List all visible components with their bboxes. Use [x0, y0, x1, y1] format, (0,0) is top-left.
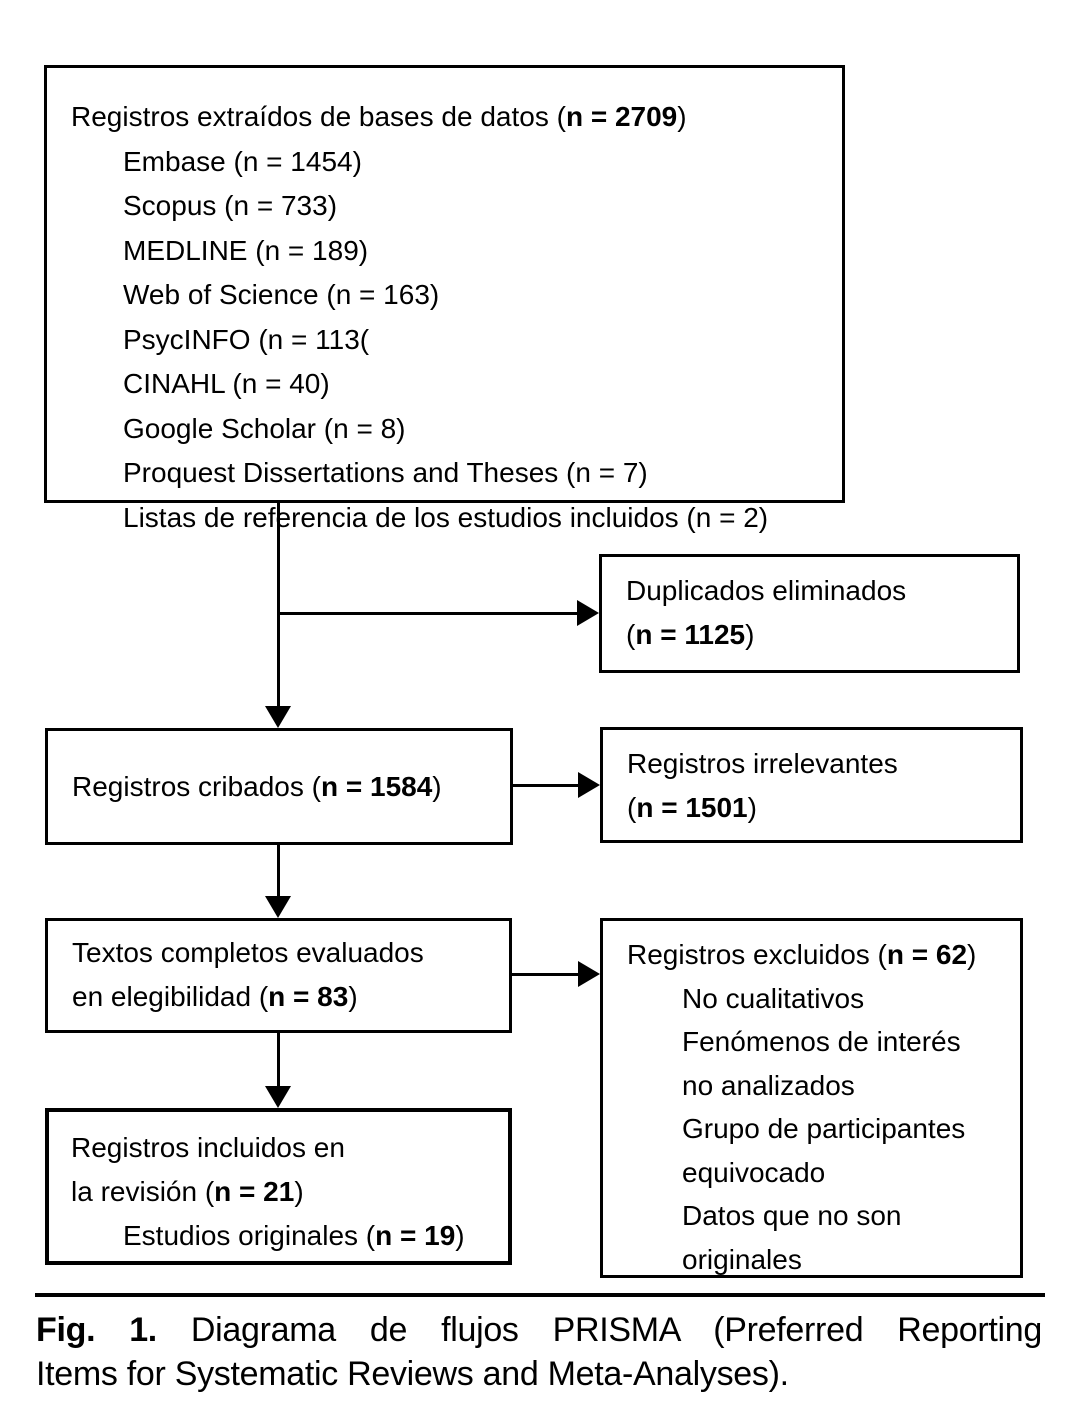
text-segment: (: [627, 792, 637, 823]
list-item: Scopus (n = 733): [123, 190, 338, 221]
connector-to-duplicates: [278, 612, 577, 615]
connector-screened-to-fulltext: [277, 845, 280, 896]
list-item: Proquest Dissertations and Theses (n = 7…: [123, 457, 648, 488]
fulltext-line1: Textos completos evaluados: [72, 931, 501, 975]
bold-count-text: n = 2709: [565, 101, 678, 132]
text-segment: ): [432, 770, 442, 802]
text-segment: ): [747, 792, 757, 823]
list-item: Embase (n = 1454): [123, 145, 362, 177]
text-segment: Registros cribados (: [72, 770, 321, 802]
text-segment: ): [677, 101, 687, 132]
caption-divider: [35, 1293, 1045, 1297]
arrow-right-icon: [578, 961, 600, 987]
list-item: Fenómenos de interés no analizados: [682, 1026, 961, 1101]
bold-count-text: Fig. 1.: [36, 1311, 157, 1349]
text-segment: Diagrama de flujos PRISMA (Preferred Rep…: [156, 1311, 1042, 1349]
list-item: No cualitativos: [682, 982, 865, 1014]
duplicates-line2: (n = 1125): [626, 613, 1009, 657]
arrow-down-icon: [265, 896, 291, 918]
bold-count-text: n = 19: [375, 1220, 456, 1251]
text-segment: Registros excluidos (: [627, 939, 887, 970]
list-item: MEDLINE (n = 189): [123, 234, 369, 266]
text-segment: Duplicados eliminados: [626, 575, 907, 606]
irrelevant-line1: Registros irrelevantes: [627, 742, 1012, 786]
connector-to-irrelevant: [513, 784, 578, 787]
connector-identification-to-screened: [277, 503, 280, 707]
connector-fulltext-to-included: [277, 1033, 280, 1086]
screened-box: Registros cribados (n = 1584): [45, 728, 513, 845]
text-segment: Items for Systematic Reviews and Meta-An…: [36, 1355, 789, 1393]
text-segment: Registros irrelevantes: [627, 748, 898, 779]
included-line2: la revisión (n = 21): [71, 1170, 500, 1214]
duplicates-removed-box: Duplicados eliminados (n = 1125): [599, 554, 1020, 673]
bold-count-text: n = 62: [886, 939, 968, 970]
figure-caption: Fig. 1. Diagrama de flujos PRISMA (Prefe…: [36, 1308, 1042, 1396]
irrelevant-records-box: Registros irrelevantes (n = 1501): [600, 727, 1023, 843]
arrow-right-icon: [577, 600, 599, 626]
identification-title: Registros extraídos de bases de datos (n…: [71, 95, 834, 140]
bold-count-text: n = 21: [214, 1176, 295, 1207]
list-item: PsycINFO (n = 113(: [123, 323, 370, 355]
list-item: Datos que no son originales: [682, 1200, 902, 1275]
list-item: CINAHL (n = 40): [123, 368, 330, 399]
excluded-records-box: Registros excluidos (n = 62) No cualitat…: [600, 918, 1023, 1278]
list-item: Grupo de participantes equivocado: [682, 1113, 966, 1188]
text-segment: ): [967, 939, 977, 970]
text-segment: ): [294, 1176, 304, 1207]
text-segment: Registros incluidos en: [71, 1132, 345, 1163]
list-item: Listas de referencia de los estudios inc…: [123, 501, 769, 533]
text-segment: ): [745, 619, 755, 650]
connector-to-excluded: [512, 973, 578, 976]
text-segment: Estudios originales (: [123, 1220, 376, 1251]
list-item: Web of Science (n = 163): [123, 279, 440, 310]
arrow-down-icon: [265, 1086, 291, 1108]
fulltext-assessed-box: Textos completos evaluados en elegibilid…: [45, 918, 512, 1033]
text-segment: la revisión (: [71, 1176, 215, 1207]
text-segment: Textos completos evaluados: [72, 937, 424, 968]
bold-count-text: n = 83: [268, 981, 349, 1012]
arrow-right-icon: [578, 772, 600, 798]
text-segment: ): [348, 981, 358, 1012]
arrow-down-icon: [265, 706, 291, 728]
fulltext-line2: en elegibilidad (n = 83): [72, 975, 501, 1019]
bold-count-text: n = 1501: [636, 792, 748, 823]
caption-line2: Items for Systematic Reviews and Meta-An…: [36, 1352, 1042, 1396]
identification-box: Registros extraídos de bases de datos (n…: [44, 65, 845, 533]
identification-source-list: Embase (n = 1454) Scopus (n = 733) MEDLINE…: [71, 140, 834, 541]
text-segment: (: [626, 619, 636, 650]
included-line1: Registros incluidos en: [71, 1126, 500, 1170]
text-segment: en elegibilidad (: [72, 981, 269, 1012]
text-segment: ): [455, 1220, 465, 1251]
list-item: Google Scholar (n = 8): [123, 412, 406, 444]
text-segment: Registros extraídos de bases de datos (: [71, 101, 566, 132]
caption-line1: Fig. 1. Diagrama de flujos PRISMA (Prefe…: [36, 1308, 1042, 1352]
irrelevant-line2: (n = 1501): [627, 786, 1012, 830]
excluded-title: Registros excluidos (n = 62): [627, 933, 1012, 977]
duplicates-line1: Duplicados eliminados: [626, 569, 1009, 613]
screened-line1: Registros cribados (n = 1584): [72, 765, 442, 809]
bold-count-text: n = 1584: [320, 770, 433, 802]
included-records-box: Registros incluidos en la revisión (n = …: [45, 1108, 512, 1265]
included-sub-line: Estudios originales (n = 19): [123, 1214, 500, 1258]
bold-count-text: n = 1125: [635, 619, 746, 650]
